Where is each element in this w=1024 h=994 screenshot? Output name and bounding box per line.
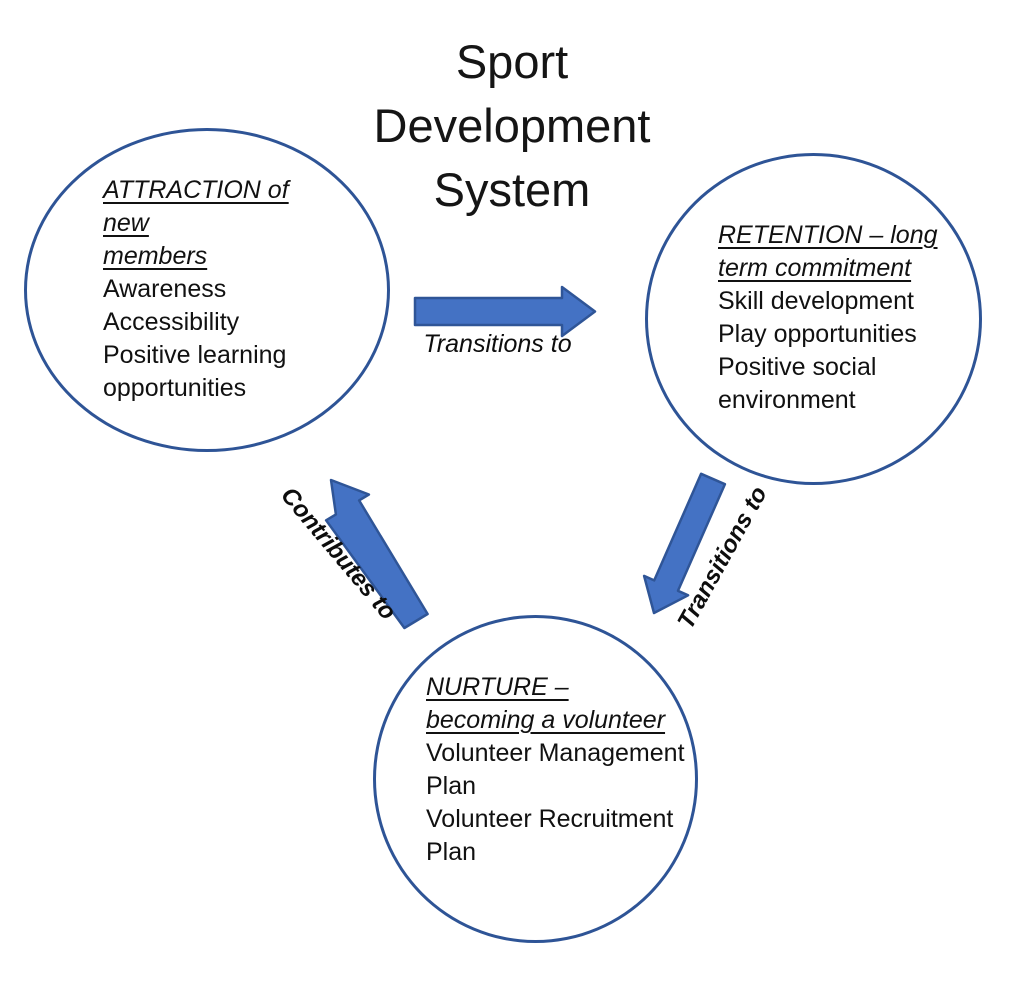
retention-item: Positive social environment xyxy=(718,353,877,414)
attraction-item: Awareness xyxy=(103,275,227,303)
arrow-attraction-to-retention xyxy=(413,285,597,338)
nurture-circle xyxy=(373,615,698,943)
attraction-heading-line-1: ATTRACTION of new xyxy=(103,176,289,237)
nurture-item: Volunteer Management Plan xyxy=(426,739,685,800)
title-line-3: System xyxy=(433,163,591,216)
title-line-2: Development xyxy=(373,99,651,152)
arrow-label-transitions-to-diagonal: Transitions to xyxy=(672,482,773,634)
retention-heading-line-2: term commitment xyxy=(718,254,912,282)
attraction-circle xyxy=(24,128,390,452)
nurture-item: Volunteer Recruitment Plan xyxy=(426,805,674,866)
arrow-label-transitions-to-horizontal: Transitions to xyxy=(423,330,572,358)
diagram-title: Sport Development System xyxy=(0,30,1024,222)
arrow-label-contributes-to: Contributes to xyxy=(275,482,402,626)
attraction-item: Accessibility xyxy=(103,308,240,336)
retention-item: Play opportunities xyxy=(718,320,917,348)
title-line-1: Sport xyxy=(455,35,569,88)
retention-item: Skill development xyxy=(718,287,914,315)
attraction-text: ATTRACTION of new members Awareness Acce… xyxy=(103,174,338,405)
nurture-text: NURTURE – becoming a volunteer Volunteer… xyxy=(426,671,698,869)
retention-heading-line-1: RETENTION – long xyxy=(718,221,938,249)
attraction-heading-line-2: members xyxy=(103,242,208,270)
retention-circle xyxy=(645,153,982,485)
nurture-heading-line-1: NURTURE – xyxy=(426,673,569,701)
attraction-item: Positive learning opportunities xyxy=(103,341,287,402)
retention-text: RETENTION – long term commitment Skill d… xyxy=(718,219,946,417)
nurture-heading-line-2: becoming a volunteer xyxy=(426,706,666,734)
